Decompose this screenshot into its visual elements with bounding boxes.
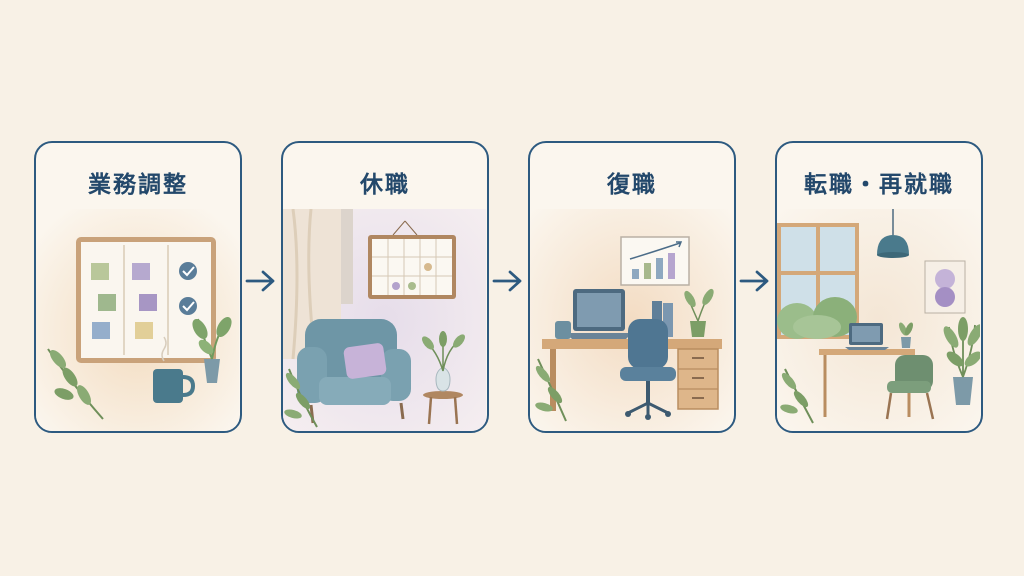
step-card-job-change: 転職・再就職 [775, 141, 983, 433]
step-title: 休職 [360, 172, 410, 198]
step-card-leave: 休職 [281, 141, 489, 433]
armchair-rest-illustration [283, 209, 486, 431]
step-title: 業務調整 [88, 172, 188, 198]
step-card-return-to-work: 復職 [528, 141, 736, 433]
task-board-illustration [36, 209, 239, 431]
step-title: 復職 [607, 172, 657, 198]
step-title: 転職・再就職 [804, 172, 954, 198]
new-workplace-illustration [777, 209, 980, 431]
step-card-work-adjustment: 業務調整 [34, 141, 242, 433]
office-desk-illustration [530, 209, 733, 431]
arrow-right-icon [739, 270, 769, 292]
arrow-right-icon [245, 270, 275, 292]
arrow-right-icon [492, 270, 522, 292]
